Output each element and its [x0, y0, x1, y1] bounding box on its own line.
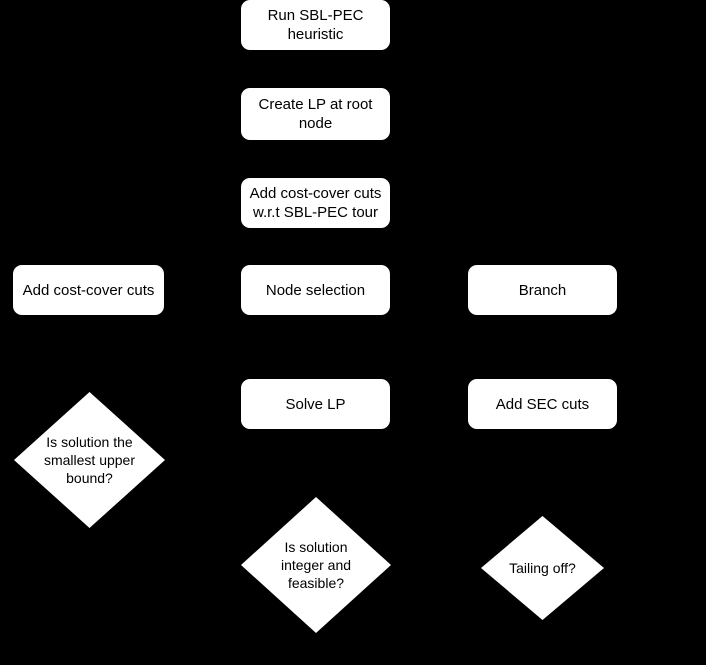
node-label: Tailing off? [509, 560, 576, 576]
node-solve-lp[interactable]: Solve LP [241, 379, 390, 429]
node-run-sbl-pec-heuristic[interactable]: Run SBL-PEC heuristic [241, 0, 390, 50]
node-is-solution-integer-and-feasible[interactable]: Is solution integer and feasible? [241, 497, 391, 633]
node-label: Is solution the smallest upper bound? [43, 434, 136, 486]
node-label: Add cost-cover cuts w.r.t SBL-PEC tour [249, 185, 382, 221]
node-label: Add cost-cover cuts [22, 281, 155, 299]
node-create-lp-at-root-node[interactable]: Create LP at root node [241, 88, 390, 140]
node-tailing-off[interactable]: Tailing off? [481, 516, 604, 620]
node-label: Run SBL-PEC heuristic [267, 7, 364, 43]
node-node-selection[interactable]: Node selection [241, 265, 390, 315]
node-add-cost-cover-cuts-wrt-tour[interactable]: Add cost-cover cuts w.r.t SBL-PEC tour [241, 178, 390, 228]
node-label: Branch [518, 281, 567, 299]
node-label: Is solution integer and feasible? [280, 539, 352, 591]
node-label: Add SEC cuts [495, 395, 590, 413]
node-is-solution-smallest-upper-bound[interactable]: Is solution the smallest upper bound? [14, 392, 165, 528]
node-label: Create LP at root node [258, 96, 373, 132]
node-label: Solve LP [285, 395, 346, 413]
node-add-cost-cover-cuts[interactable]: Add cost-cover cuts [13, 265, 164, 315]
node-branch[interactable]: Branch [468, 265, 617, 315]
node-label: Node selection [265, 281, 366, 299]
node-add-sec-cuts[interactable]: Add SEC cuts [468, 379, 617, 429]
